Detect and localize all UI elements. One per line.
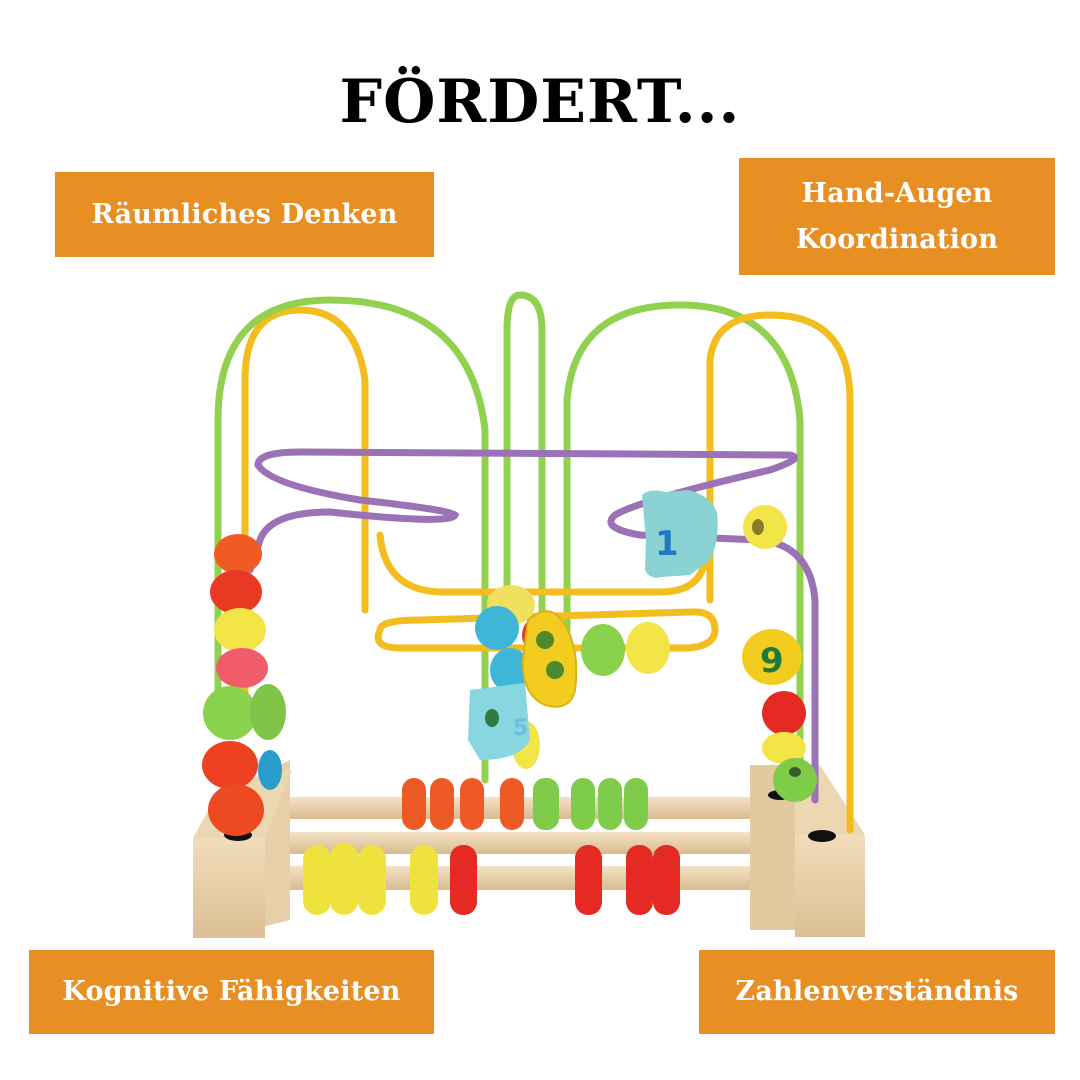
benefit-badge-spatial-thinking: Räumliches Denken	[55, 172, 434, 257]
svg-text:9: 9	[760, 641, 784, 681]
svg-text:1: 1	[655, 524, 679, 564]
benefit-label: Kognitive Fähigkeiten	[62, 976, 401, 1007]
svg-text:5: 5	[513, 716, 528, 741]
benefit-label-line2: Koordination	[795, 223, 999, 255]
benefit-badge-hand-eye-coordination: Hand-Augen Koordination	[739, 158, 1055, 275]
benefit-badge-number-understanding: Zahlenverständnis	[699, 950, 1055, 1034]
right-bead-column: 9	[742, 505, 817, 802]
left-bead-column	[202, 534, 286, 836]
benefit-badge-cognitive-skills: Kognitive Fähigkeiten	[29, 950, 434, 1034]
number-one-bead: 1	[642, 490, 718, 578]
bead-maze-toy-image: 5 1 9	[193, 291, 865, 938]
benefit-label: Zahlenverständnis	[735, 976, 1019, 1007]
page-headline: FÖRDERT...	[339, 67, 741, 137]
benefit-label-line1: Hand-Augen	[801, 177, 993, 209]
abacus-beads-front	[303, 843, 680, 915]
benefit-label: Räumliches Denken	[91, 198, 398, 230]
center-bead-cluster: 5	[468, 585, 670, 769]
wooden-base	[193, 760, 865, 938]
abacus-beads-back	[402, 778, 648, 830]
